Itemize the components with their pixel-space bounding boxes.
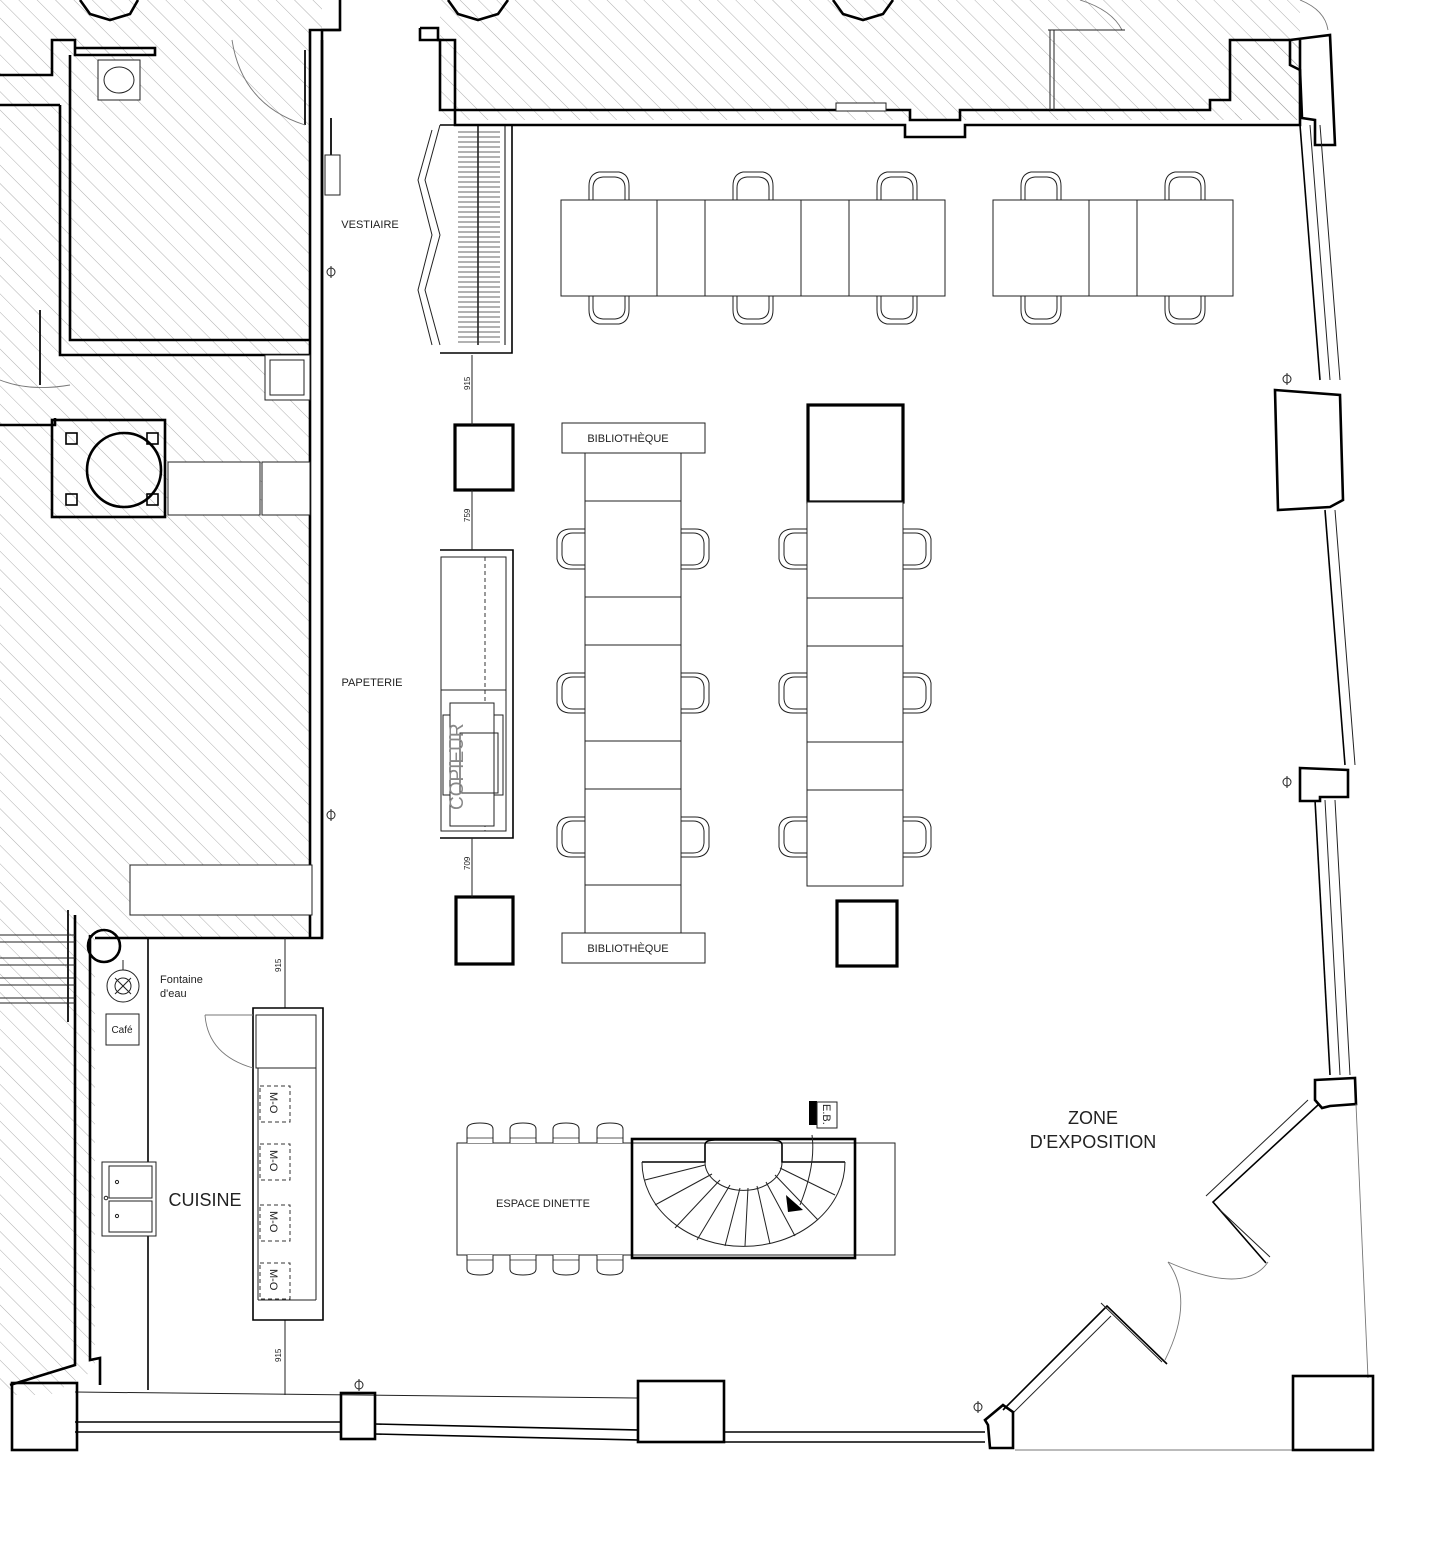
- chair: [778, 812, 808, 862]
- desk-group-center: [584, 452, 904, 934]
- papeterie-label: PAPETERIE: [342, 677, 403, 689]
- cafe-label: Café: [111, 1025, 133, 1036]
- chair: [902, 668, 932, 718]
- chair: [1016, 295, 1066, 325]
- stool: [552, 1122, 580, 1144]
- chair: [872, 295, 922, 325]
- chair: [902, 812, 932, 862]
- microwave-label: M-O: [267, 1150, 279, 1172]
- zone-exposition-label-2: D'EXPOSITION: [1030, 1132, 1156, 1152]
- bibliotheque-bottom: BIBLIOTHÈQUE: [561, 932, 706, 964]
- microwave: [259, 1085, 291, 1123]
- chair: [1160, 171, 1210, 201]
- chair: [680, 524, 710, 574]
- papeterie-cabinet: COPIEUR: [440, 549, 514, 839]
- stool: [466, 1254, 494, 1276]
- chair: [778, 668, 808, 718]
- chair: [872, 171, 922, 201]
- chair: [556, 524, 586, 574]
- microwave: [259, 1262, 291, 1300]
- chair: [556, 668, 586, 718]
- dimension-915-kitchen-top: 915: [274, 958, 283, 972]
- microwave-label: M-O: [267, 1269, 279, 1291]
- chair: [556, 812, 586, 862]
- stool: [552, 1254, 580, 1276]
- stool: [596, 1254, 624, 1276]
- chair: [778, 524, 808, 574]
- stool: [466, 1122, 494, 1144]
- stool: [509, 1254, 537, 1276]
- vestiaire-label: VESTIAIRE: [341, 219, 398, 231]
- eb-label: E.B.: [820, 1104, 832, 1125]
- microwaves: M-O M-O M-O M-O: [259, 1085, 291, 1300]
- spiral-staircase: E.B.: [630, 1101, 857, 1260]
- chair: [680, 812, 710, 862]
- espace-dinette-label: ESPACE DINETTE: [496, 1198, 590, 1210]
- dimension-915-kitchen-bottom: 915: [274, 1348, 283, 1362]
- bibliotheque-bottom-label: BIBLIOTHÈQUE: [587, 942, 668, 955]
- fontaine-label-2: d'eau: [160, 988, 187, 1000]
- stool: [596, 1122, 624, 1144]
- kitchen-island: [204, 1007, 324, 1321]
- cuisine-label: CUISINE: [168, 1190, 241, 1210]
- dimension-lines: 915 759 709 915 915: [274, 355, 473, 1395]
- kitchen-counter: Café Fontaine d'eau: [101, 960, 203, 1237]
- structural-columns: [453, 403, 905, 968]
- zone-exposition-label-1: ZONE: [1068, 1108, 1118, 1128]
- microwave-label: M-O: [267, 1211, 279, 1233]
- chair: [728, 295, 778, 325]
- dimension-915-top: 915: [463, 376, 472, 390]
- outlet-markers: [326, 266, 1292, 1413]
- walls: [0, 0, 1375, 1452]
- dimension-709: 709: [463, 856, 472, 870]
- bibliotheque-top: BIBLIOTHÈQUE: [561, 422, 706, 454]
- chair: [902, 524, 932, 574]
- fontaine-label-1: Fontaine: [160, 974, 203, 986]
- vestiaire-storage: [417, 124, 513, 354]
- chair: [1016, 171, 1066, 201]
- chair: [728, 171, 778, 201]
- chair: [680, 668, 710, 718]
- bibliotheque-top-label: BIBLIOTHÈQUE: [587, 432, 668, 445]
- chair: [584, 171, 634, 201]
- dinette-table: ESPACE DINETTE: [456, 1142, 896, 1256]
- copieur-label: COPIEUR: [447, 723, 468, 810]
- microwave: [259, 1204, 291, 1242]
- hanger-lines: [458, 131, 500, 343]
- chair: [1160, 295, 1210, 325]
- chair: [584, 295, 634, 325]
- stool: [509, 1122, 537, 1144]
- desk-group-top: [560, 199, 1234, 297]
- microwave-label: M-O: [267, 1092, 279, 1114]
- microwave: [259, 1143, 291, 1181]
- dimension-759: 759: [463, 508, 472, 522]
